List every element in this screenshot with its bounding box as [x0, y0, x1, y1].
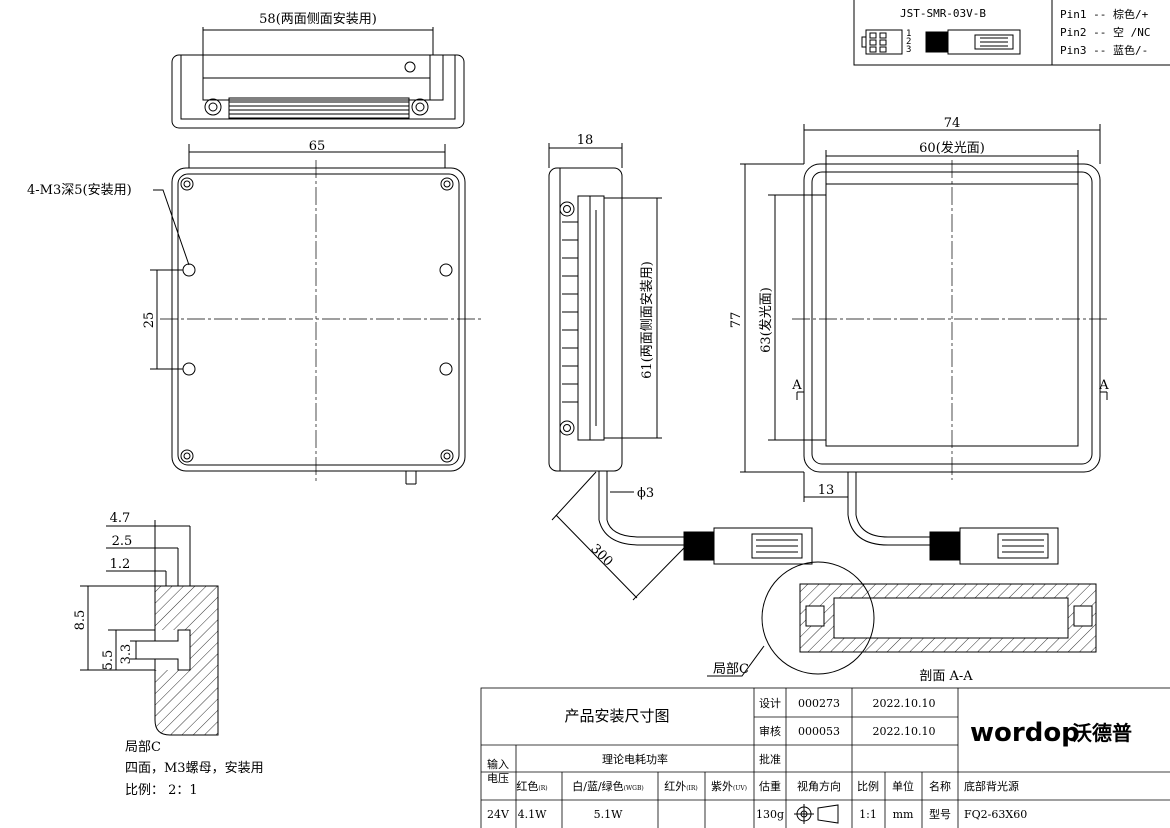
connector-model: JST-SMR-03V-B	[900, 7, 986, 20]
model-value: FQ2-63X60	[964, 808, 1027, 821]
connector-plug-symbol	[925, 29, 1021, 55]
design-date: 2022.10.10	[873, 697, 936, 710]
section-label: 剖面 A-A	[919, 669, 973, 684]
emit-width-dim: 60(发光面)	[919, 140, 985, 156]
mount-holes-label: 4-M3深5(安装用)	[27, 183, 132, 198]
detail-c	[80, 520, 219, 736]
note-line-2: 四面，M3螺母，安装用	[125, 761, 264, 776]
weight-label: 估重	[759, 779, 781, 793]
note-line-1: 局部C	[125, 740, 161, 755]
review-no: 000053	[798, 725, 840, 738]
red-power-value: 4.1W	[518, 808, 547, 821]
scale-value: 1:1	[859, 808, 877, 821]
logo-latin: wordop	[970, 718, 1080, 748]
back-height-dim: 77	[729, 312, 744, 329]
unit-label: 单位	[892, 779, 914, 793]
pin-number-2: 2	[906, 37, 911, 47]
detail-dim-4-7: 4.7	[110, 511, 131, 526]
pin3-label: Pin3 -- 蓝色/-	[1060, 43, 1148, 57]
top-view	[171, 27, 465, 129]
pin1-label: Pin1 -- 棕色/+	[1060, 7, 1149, 21]
detail-dim-8-5: 8.5	[73, 610, 88, 631]
model-label: 型号	[929, 807, 951, 821]
mount-holes	[180, 177, 454, 463]
design-label: 设计	[759, 697, 781, 710]
unit-value: mm	[893, 808, 914, 821]
view-label: 视角方向	[797, 779, 841, 793]
detail-dim-3-3: 3.3	[119, 644, 134, 665]
emit-height-dim: 63(发光面)	[758, 287, 774, 353]
input-label-2: 电压	[487, 772, 509, 785]
note-line-3: 比例： 2：1	[125, 783, 198, 798]
pin-number-3: 3	[906, 45, 911, 55]
top-width-dim: 58(两面侧面安装用)	[259, 12, 377, 27]
side-fins	[562, 221, 578, 403]
side-thickness-dim: 18	[577, 133, 594, 148]
back-width-dim: 74	[944, 116, 961, 131]
input-label-1: 输入	[487, 757, 509, 771]
hole-spacing-dim: 25	[142, 312, 157, 329]
section-a-a	[707, 561, 1097, 677]
side-view	[548, 143, 813, 601]
back-view	[740, 124, 1110, 565]
detail-c-callout: 局部C	[713, 662, 749, 677]
connector-info-box: JST-SMR-03V-B 1 2 3 Pin1 -- 棕色/+ Pin2 --…	[853, 0, 1170, 66]
scale-label: 比例	[857, 779, 879, 793]
title-block	[480, 687, 1170, 828]
power-header: 理论电耗功率	[602, 752, 668, 766]
detail-dim-5-5: 5.5	[101, 650, 116, 671]
drawing-title: 产品安装尺寸图	[564, 707, 669, 725]
voltage-value: 24V	[487, 808, 510, 821]
projection-symbol-icon	[794, 804, 839, 824]
review-date: 2022.10.10	[873, 725, 936, 738]
front-view	[150, 144, 482, 485]
detail-dim-1-2: 1.2	[110, 557, 131, 572]
weight-value: 130g	[756, 808, 784, 821]
white-power-value: 5.1W	[594, 808, 623, 821]
side-length-dim: 61(两面侧面安装用)	[640, 261, 655, 379]
review-label: 审核	[759, 724, 781, 738]
col-white: 白/蓝/绿色(WGB)	[572, 779, 643, 793]
detail-dim-2-5: 2.5	[112, 534, 133, 549]
cable-offset-dim: 13	[818, 483, 835, 498]
name-value: 底部背光源	[964, 779, 1019, 793]
section-mark-left: A	[791, 378, 802, 393]
pin2-label: Pin2 -- 空 /NC	[1060, 25, 1150, 39]
section-mark-right: A	[1098, 378, 1109, 393]
col-uv: 紫外(UV)	[711, 780, 747, 793]
connector-symbol	[861, 29, 903, 55]
company-logo: wordop 沃德普	[970, 718, 1132, 748]
cable-length-dim: 300	[587, 541, 615, 569]
approve-label: 批准	[759, 752, 781, 766]
front-width-dim: 65	[309, 139, 326, 154]
pin-number-1: 1	[906, 29, 911, 39]
logo-cn: 沃德普	[1072, 721, 1132, 745]
design-no: 000273	[798, 697, 840, 710]
col-red: 红色(R)	[516, 779, 547, 793]
col-ir: 红外(IR)	[664, 780, 698, 793]
cable-dia-dim: ϕ3	[637, 486, 654, 501]
name-label: 名称	[929, 779, 951, 793]
